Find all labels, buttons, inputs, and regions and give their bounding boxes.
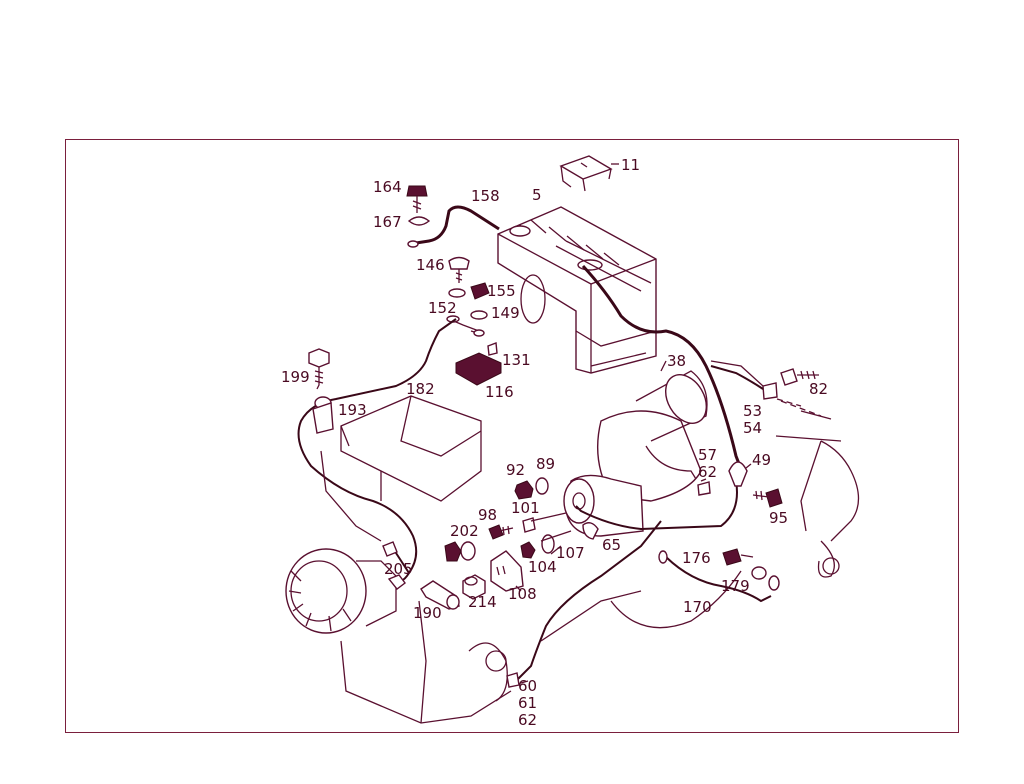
part-label-60: 60 — [518, 677, 537, 695]
terminal-block-116 — [446, 315, 502, 386]
part-label-101: 101 — [511, 499, 540, 517]
part-label-62a: 62 — [698, 463, 717, 481]
grommet-214-part — [462, 574, 486, 600]
part-label-205: 205 — [384, 560, 413, 578]
part-label-199: 199 — [281, 368, 310, 386]
sleeve-190-part — [420, 580, 460, 610]
part-labels: 11 5 158 164 167 146 155 152 149 131 116 199 182 193 3… — [281, 156, 828, 729]
part-label-202: 202 — [450, 522, 479, 540]
cable-182 — [297, 318, 457, 583]
part-label-98: 98 — [478, 506, 497, 524]
part-label-179: 179 — [721, 577, 750, 595]
part-label-170: 170 — [683, 598, 712, 616]
part-label-57: 57 — [698, 446, 717, 464]
starter-motor-part — [563, 370, 711, 537]
cable-170 — [665, 556, 772, 603]
bolt-164-part — [406, 185, 431, 226]
ground-cable-158 — [415, 205, 500, 245]
part-label-116: 116 — [485, 383, 514, 401]
part-label-108: 108 — [508, 585, 537, 603]
cable-60 — [515, 520, 662, 682]
part-label-214: 214 — [468, 593, 497, 611]
part-label-38: 38 — [667, 352, 686, 370]
part-label-131: 131 — [502, 351, 531, 369]
part-label-61: 61 — [518, 694, 537, 712]
parts-diagram: 11 5 158 164 167 146 155 152 149 131 116 199 182 193 3… — [281, 155, 860, 729]
part-label-95: 95 — [769, 509, 788, 527]
screw-82-part — [762, 368, 822, 417]
part-label-190: 190 — [413, 604, 442, 622]
bolt-95-part — [752, 488, 783, 508]
part-label-164: 164 — [373, 178, 402, 196]
bolt-176-part — [722, 548, 767, 580]
battery-cover-part — [559, 155, 613, 192]
part-label-54: 54 — [743, 419, 762, 437]
terminal-49 — [728, 461, 748, 487]
part-label-176: 176 — [682, 549, 711, 567]
part-label-5: 5 — [532, 186, 542, 204]
part-label-53: 53 — [743, 402, 762, 420]
part-label-107: 107 — [556, 544, 585, 562]
bolt-146-part — [448, 256, 490, 320]
part-label-155: 155 — [487, 282, 516, 300]
part-label-149: 149 — [491, 304, 520, 322]
part-label-92: 92 — [506, 461, 525, 479]
engine-block — [320, 360, 860, 724]
small-parts-group — [444, 477, 599, 562]
part-label-82: 82 — [809, 380, 828, 398]
part-label-11: 11 — [621, 156, 640, 174]
part-label-193: 193 — [338, 401, 367, 419]
part-label-62b: 62 — [518, 711, 537, 729]
part-label-146: 146 — [416, 256, 445, 274]
bracket-193 — [312, 402, 334, 434]
part-label-152: 152 — [428, 299, 457, 317]
battery-part — [497, 206, 657, 374]
part-label-49: 49 — [752, 451, 771, 469]
cable-38 — [581, 264, 743, 470]
diagram-frame: 11 5 158 164 167 146 155 152 149 131 116 199 182 193 3… — [65, 139, 959, 733]
leader-lines — [515, 163, 752, 684]
clip-205 — [387, 574, 406, 590]
part-label-158: 158 — [471, 187, 500, 205]
bracket-108 — [490, 550, 524, 592]
part-label-104: 104 — [528, 558, 557, 576]
bolt-199-part — [308, 348, 330, 390]
alternator-part — [285, 541, 398, 634]
part-label-89: 89 — [536, 455, 555, 473]
part-label-65: 65 — [602, 536, 621, 554]
part-label-182: 182 — [406, 380, 435, 398]
part-label-167: 167 — [373, 213, 402, 231]
